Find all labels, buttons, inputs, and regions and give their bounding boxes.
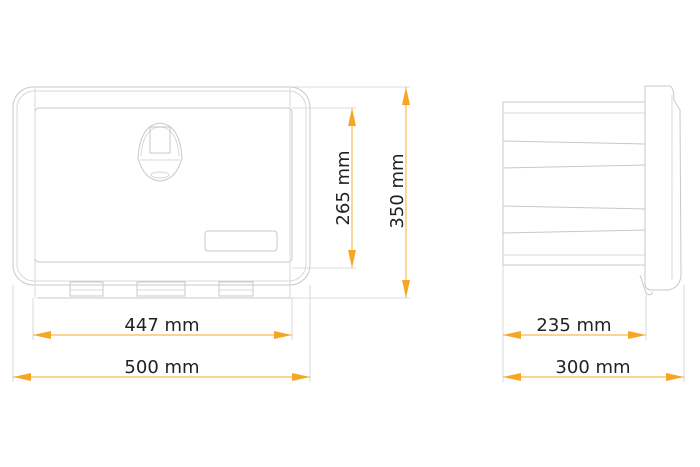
dim-outer-height	[402, 87, 410, 298]
label-plate	[204, 230, 278, 252]
outer-depth-label: 300 mm	[555, 357, 630, 378]
dim-inner-depth	[503, 331, 646, 339]
dim-inner-height	[348, 108, 356, 268]
outer-height-label: 350 mm	[387, 153, 408, 228]
lock-handle	[137, 122, 183, 182]
extension-lines	[12, 86, 685, 382]
inner-width-label: 447 mm	[124, 315, 199, 336]
dim-outer-depth	[503, 373, 684, 381]
inner-depth-label: 235 mm	[536, 315, 611, 336]
dim-outer-width	[13, 373, 310, 381]
dim-inner-width	[33, 331, 292, 339]
side-view	[502, 85, 682, 296]
front-view	[12, 86, 311, 299]
hinges	[69, 281, 254, 297]
outer-width-label: 500 mm	[124, 357, 199, 378]
inner-height-label: 265 mm	[333, 150, 354, 225]
